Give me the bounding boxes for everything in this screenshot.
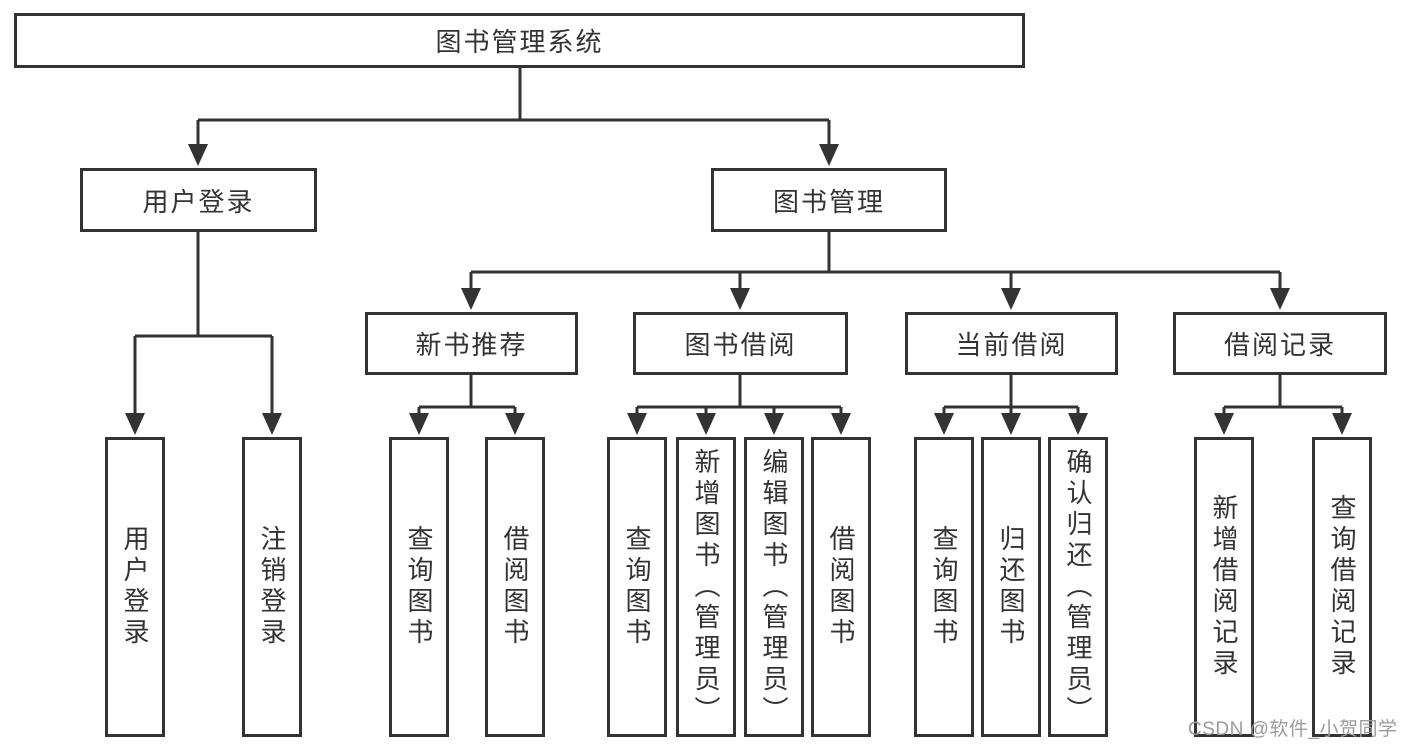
leaf-bb-query-books-label: 查询图书	[622, 525, 652, 649]
node-book-mgmt: 图书管理	[711, 168, 947, 232]
leaf-cb-query-books-label: 查询图书	[929, 525, 959, 649]
leaf-bb-query-books: 查询图书	[607, 437, 667, 737]
leaf-nbr-borrow-books: 借阅图书	[485, 437, 545, 737]
arrowhead-down-icon	[819, 144, 839, 166]
arrowhead-down-icon	[1214, 413, 1234, 435]
arrowhead-down-icon	[831, 413, 851, 435]
arrowhead-down-icon	[1001, 413, 1021, 435]
arrowheads	[125, 144, 1352, 435]
leaf-br-add-record: 新增借阅记录	[1194, 437, 1254, 737]
csdn-watermark: CSDN @软件_小贺同学	[1188, 719, 1398, 740]
leaf-user-login: 用户登录	[105, 437, 165, 737]
leaf-user-login-label: 用户登录	[120, 525, 150, 649]
arrowhead-down-icon	[505, 413, 525, 435]
leaf-nbr-query-books: 查询图书	[389, 437, 449, 737]
node-new-book-rec: 新书推荐	[365, 312, 578, 375]
leaf-cb-return-books-label: 归还图书	[996, 525, 1026, 649]
arrowhead-down-icon	[696, 413, 716, 435]
leaf-cb-confirm-return-admin-label: 确认归还（管理员）	[1063, 447, 1093, 727]
node-root-label: 图书管理系统	[435, 27, 604, 57]
arrowhead-down-icon	[461, 288, 481, 310]
node-new-book-rec-label: 新书推荐	[415, 330, 528, 360]
leaf-bb-add-books-admin: 新增图书（管理员）	[676, 437, 736, 737]
leaf-logout: 注销登录	[242, 437, 302, 737]
arrowhead-down-icon	[627, 413, 647, 435]
node-user-login-label: 用户登录	[142, 186, 255, 217]
arrowhead-down-icon	[1068, 413, 1088, 435]
node-current-borrow: 当前借阅	[905, 312, 1118, 375]
arrowhead-down-icon	[1332, 413, 1352, 435]
node-current-borrow-label: 当前借阅	[955, 330, 1068, 360]
leaf-bb-borrow-books: 借阅图书	[811, 437, 871, 737]
node-book-borrow: 图书借阅	[633, 312, 848, 375]
leaf-bb-edit-books-admin-label: 编辑图书（管理员）	[759, 447, 789, 727]
leaf-nbr-borrow-books-label: 借阅图书	[500, 525, 530, 649]
arrowhead-down-icon	[125, 413, 145, 435]
leaf-cb-query-books: 查询图书	[914, 437, 974, 737]
node-book-mgmt-label: 图书管理	[772, 186, 885, 217]
leaf-logout-label: 注销登录	[257, 525, 287, 649]
arrowhead-down-icon	[764, 413, 784, 435]
node-book-borrow-label: 图书借阅	[684, 330, 797, 360]
arrowhead-down-icon	[409, 413, 429, 435]
node-user-login: 用户登录	[80, 168, 317, 232]
leaf-br-add-record-label: 新增借阅记录	[1209, 494, 1239, 680]
node-root: 图书管理系统	[14, 13, 1025, 68]
leaf-cb-return-books: 归还图书	[981, 437, 1041, 737]
leaf-nbr-query-books-label: 查询图书	[404, 525, 434, 649]
arrowhead-down-icon	[934, 413, 954, 435]
node-borrow-record-label: 借阅记录	[1223, 330, 1336, 360]
leaf-cb-confirm-return-admin: 确认归还（管理员）	[1048, 437, 1108, 737]
node-borrow-record: 借阅记录	[1173, 312, 1387, 375]
arrowhead-down-icon	[188, 144, 208, 166]
arrowhead-down-icon	[262, 413, 282, 435]
leaf-bb-add-books-admin-label: 新增图书（管理员）	[691, 447, 721, 727]
leaf-bb-borrow-books-label: 借阅图书	[826, 525, 856, 649]
leaf-br-query-record: 查询借阅记录	[1312, 437, 1372, 737]
leaf-br-query-record-label: 查询借阅记录	[1327, 494, 1357, 680]
arrowhead-down-icon	[1270, 288, 1290, 310]
arrowhead-down-icon	[730, 288, 750, 310]
arrowhead-down-icon	[1001, 288, 1021, 310]
leaf-bb-edit-books-admin: 编辑图书（管理员）	[744, 437, 804, 737]
